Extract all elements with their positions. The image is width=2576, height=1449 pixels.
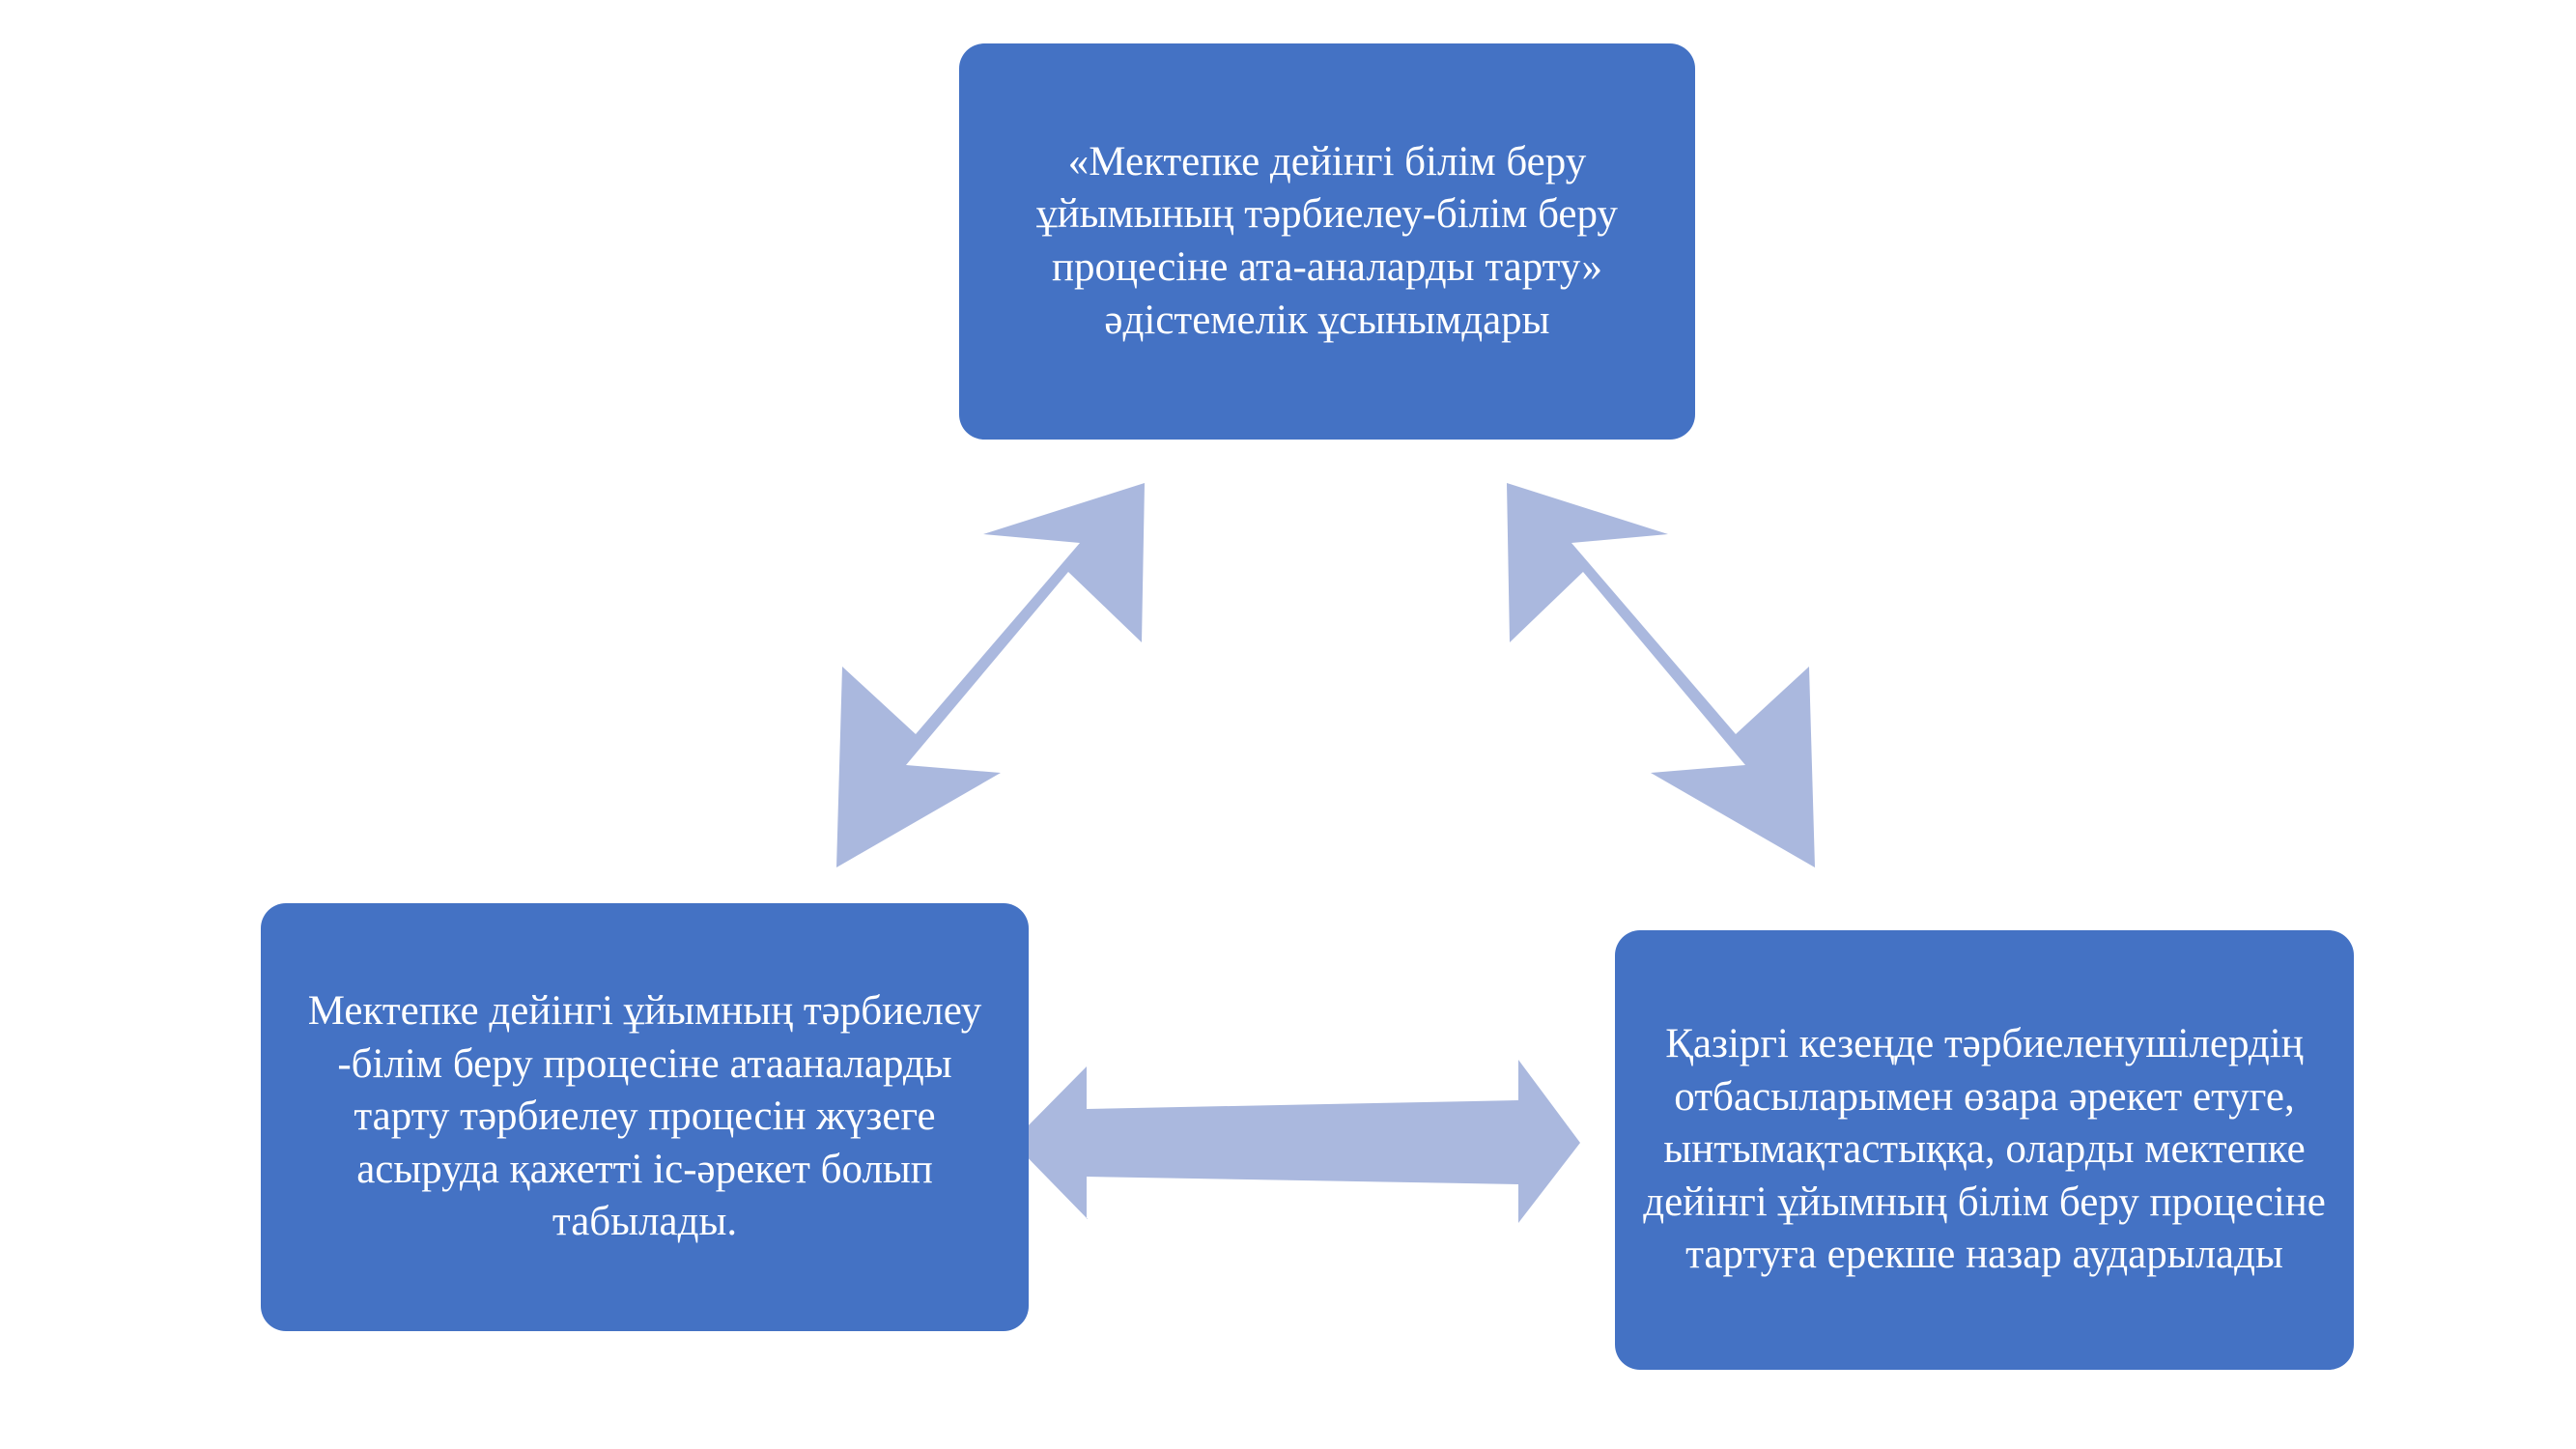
diagram-node-top[interactable]: «Мектепке дейінгі білім беру ұйымының тә… bbox=[959, 43, 1695, 440]
double-headed-arrow-horizontal-icon bbox=[1012, 1060, 1580, 1223]
double-headed-arrow-diagonal-up-right-icon bbox=[836, 483, 1145, 867]
diagram-node-bottom-right[interactable]: Қазіргі кезеңде тәрбиеленушілердің отбас… bbox=[1615, 930, 2354, 1370]
diagram-node-bottom-right-label: Қазіргі кезеңде тәрбиеленушілердің отбас… bbox=[1643, 1020, 2326, 1278]
diagram-node-top-label: «Мектепке дейінгі білім беру ұйымының тә… bbox=[1036, 138, 1618, 343]
diagram-node-bottom-left[interactable]: Мектепке дейінгі ұйымның тәрбиелеу -білі… bbox=[261, 903, 1029, 1331]
double-headed-arrow-diagonal-up-left-icon bbox=[1507, 483, 1815, 867]
diagram-node-bottom-left-label: Мектепке дейінгі ұйымның тәрбиелеу -білі… bbox=[307, 987, 982, 1245]
